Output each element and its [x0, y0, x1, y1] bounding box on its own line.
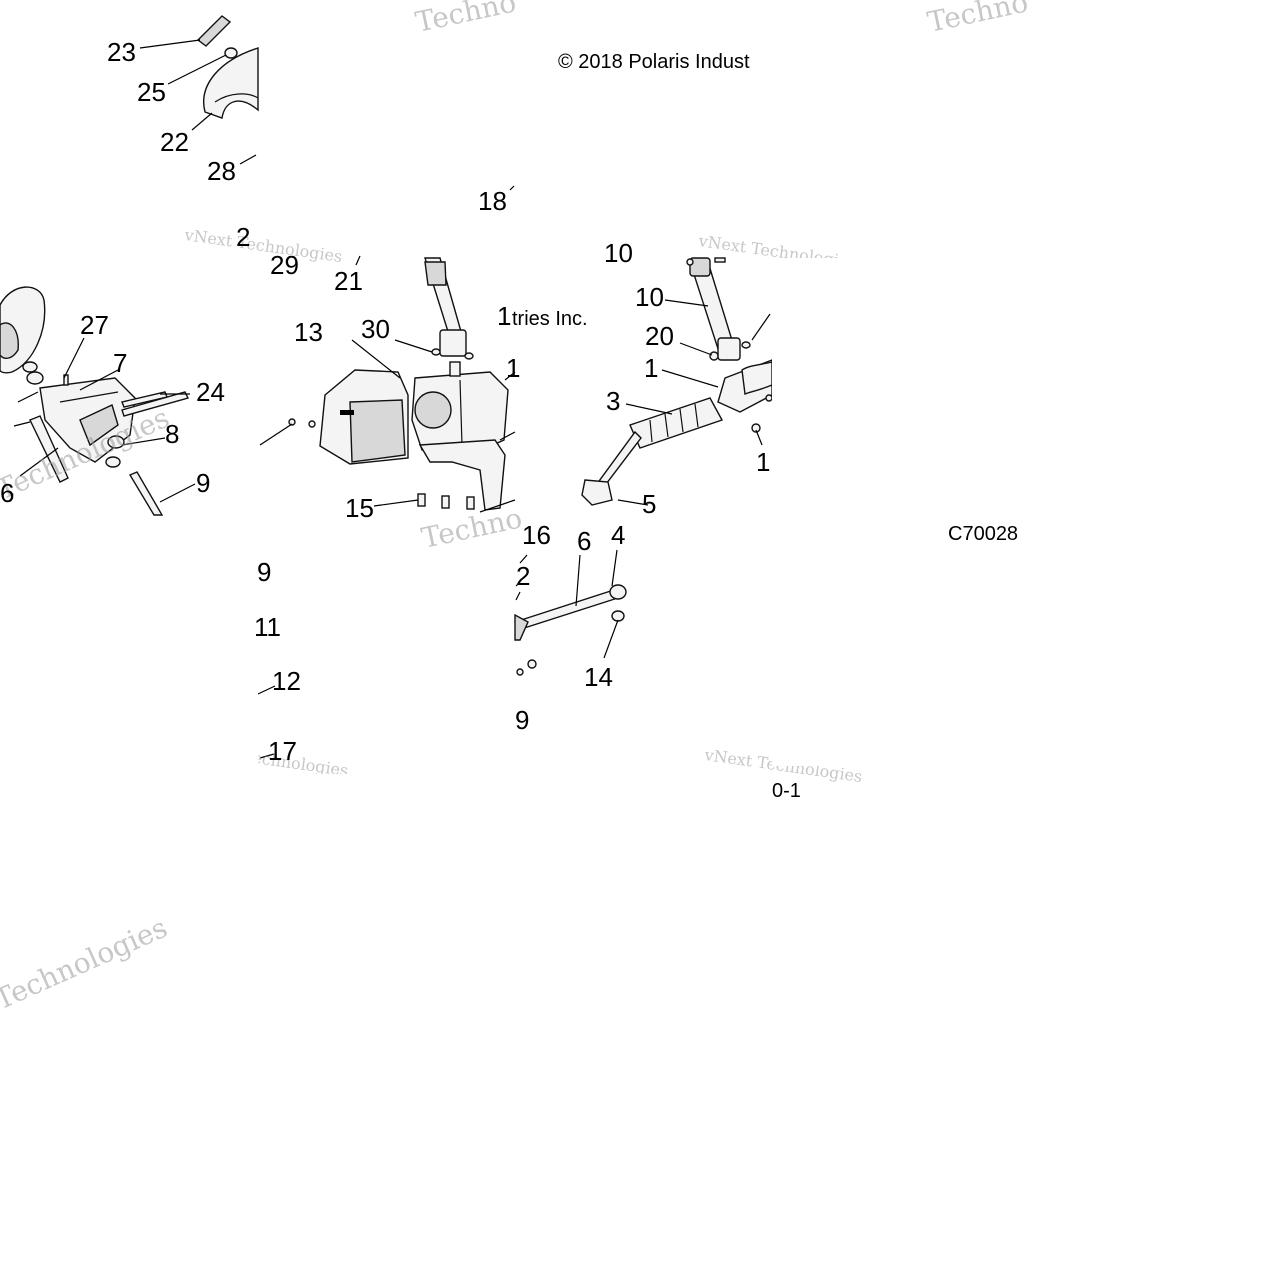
- callout-5: 5: [642, 489, 656, 519]
- callout-11: 11: [254, 612, 281, 642]
- callout-22: 22: [160, 127, 189, 157]
- callout-29: 29: [270, 250, 299, 280]
- callout-6-left: 6: [0, 478, 14, 508]
- bolts-15: [417, 493, 475, 510]
- callout-13: 13: [294, 317, 323, 347]
- callout-3: 3: [606, 386, 620, 416]
- callout-24: 24: [196, 377, 225, 407]
- callout-28: 28: [207, 156, 236, 186]
- shaft-9: [128, 471, 164, 516]
- footer-code: 0-1: [772, 780, 801, 802]
- steering-wheel-cap: [196, 15, 232, 47]
- tie-rod-lower: [514, 584, 627, 641]
- callout-10-partial: 10: [604, 238, 633, 268]
- callout-2-partial: 2: [236, 222, 250, 252]
- callout-9-middle: 9: [257, 557, 271, 587]
- nut-14: [611, 610, 625, 622]
- callout-16: 16: [522, 520, 551, 550]
- callout-6: 6: [577, 526, 591, 556]
- callout-8: 8: [165, 419, 179, 449]
- callout-1-shaft: 1: [497, 301, 511, 331]
- callout-numbers: 23 25 22 28 18 2 29 21 13 30 1 10 10 20 …: [0, 37, 770, 766]
- callout-15: 15: [345, 493, 374, 523]
- bushing-8: [105, 435, 125, 468]
- callout-1-motor: 1: [506, 353, 520, 383]
- callout-21: 21: [334, 266, 363, 296]
- watermark-2: Techno: [925, 0, 1031, 39]
- callout-17: 17: [268, 736, 297, 766]
- washer-25: [224, 47, 238, 59]
- callout-2: 2: [516, 561, 530, 591]
- callout-1-right: 1: [756, 447, 770, 477]
- callout-18: 18: [478, 186, 507, 216]
- intermediate-shaft: [689, 257, 741, 361]
- callout-10: 10: [635, 282, 664, 312]
- callout-1-rack: 1: [644, 353, 658, 383]
- callout-30: 30: [361, 314, 390, 344]
- tie-rod-end-5: [581, 479, 613, 506]
- eps-cover-13: [319, 369, 409, 465]
- callout-23: 23: [107, 37, 136, 67]
- callout-4: 4: [611, 520, 625, 550]
- callout-27: 27: [80, 310, 109, 340]
- upper-steering-shaft: [424, 257, 467, 357]
- callout-20: 20: [645, 321, 674, 351]
- callout-9-lower: 9: [515, 705, 529, 735]
- leader-lines: [13, 39, 771, 759]
- callout-25: 25: [137, 77, 166, 107]
- watermark-10: Technologies: [0, 911, 172, 1017]
- watermark-3: vNext Technologies: [182, 225, 343, 266]
- steering-rack: [593, 358, 773, 493]
- bolt-24: [121, 391, 190, 417]
- copyright-tail: tries Inc.: [512, 308, 588, 330]
- steering-wheel-top: [203, 47, 259, 119]
- gas-strut: [29, 415, 69, 483]
- steering-wheel-left: [0, 286, 46, 385]
- callout-9-upper: 9: [196, 468, 210, 498]
- eps-mount-bracket: [418, 439, 506, 511]
- callout-12: 12: [272, 666, 301, 696]
- copyright-text: © 2018 Polaris Indust: [558, 51, 750, 73]
- callout-14: 14: [584, 662, 613, 692]
- callout-7: 7: [113, 348, 127, 378]
- drawing-code: C70028: [948, 523, 1018, 545]
- watermark-1: Techno: [413, 0, 519, 39]
